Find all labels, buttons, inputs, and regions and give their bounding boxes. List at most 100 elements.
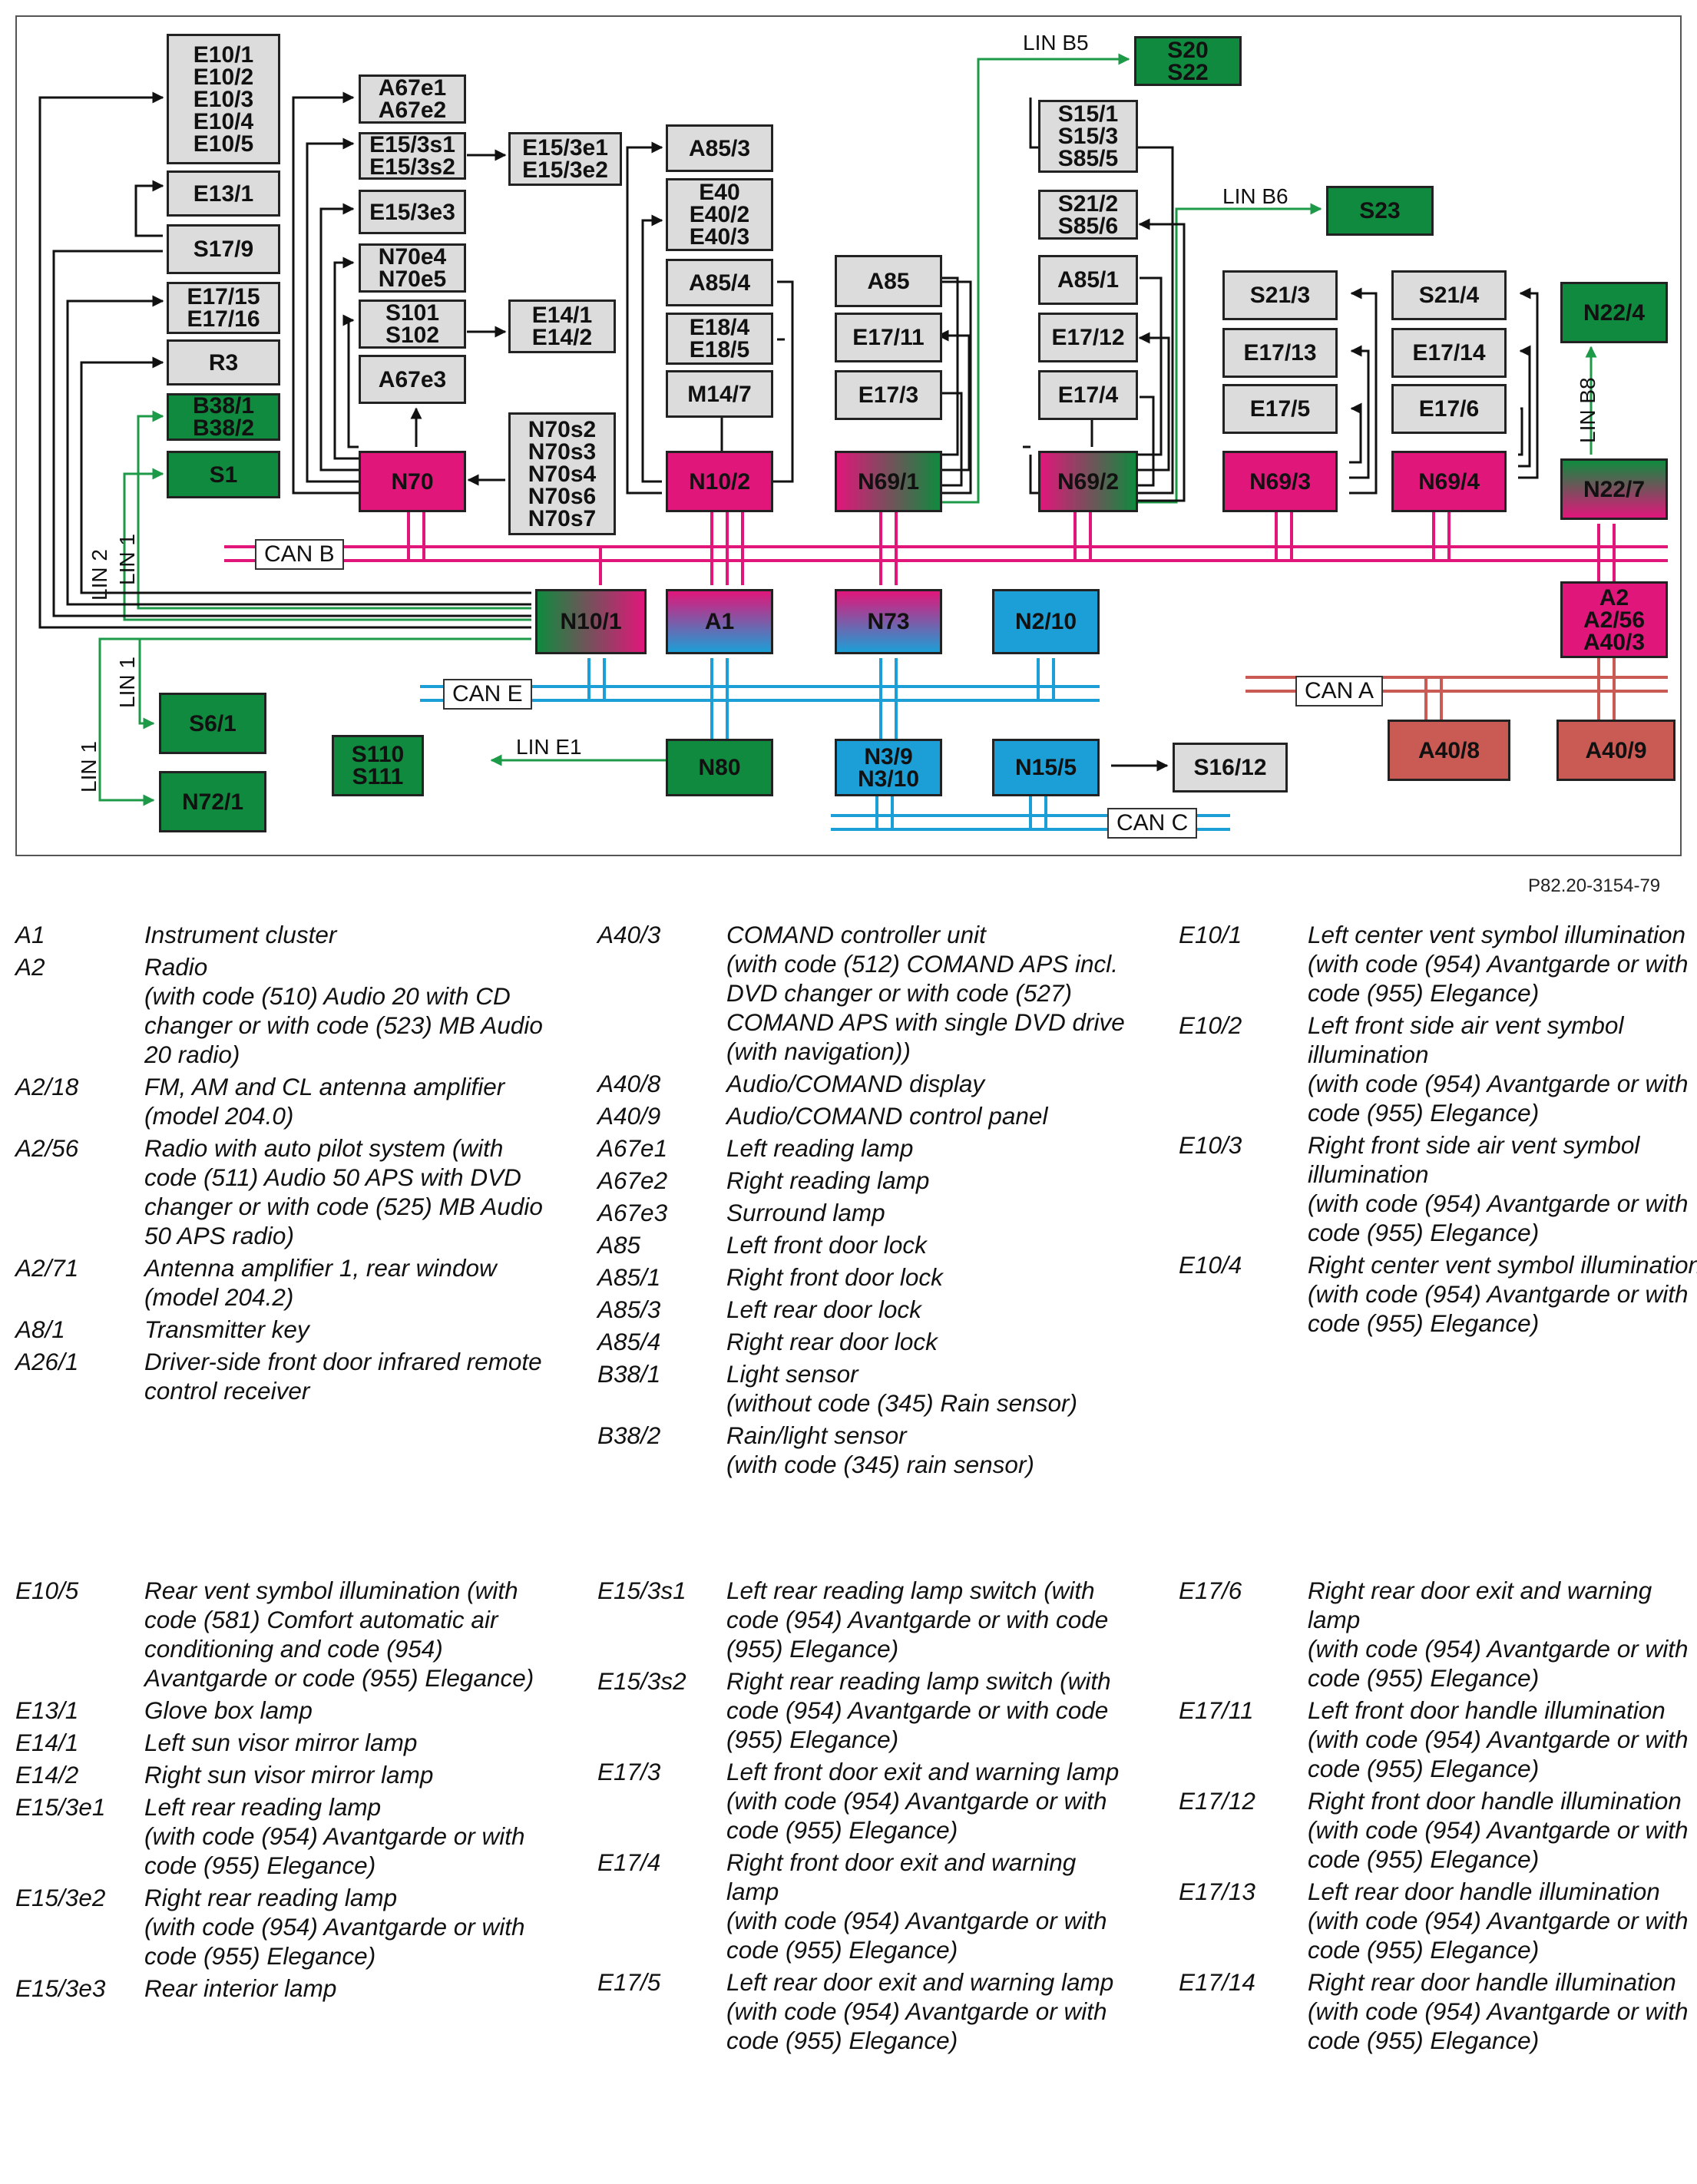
- control-wires: [38, 91, 1539, 772]
- legend-description: Left front side air vent symbol illumina…: [1308, 1011, 1689, 1127]
- box-n3: N3/9 N3/10: [835, 739, 942, 796]
- legend-code: A85/1: [597, 1263, 661, 1291]
- label-can-a: CAN A: [1295, 676, 1384, 706]
- label-can-c: CAN C: [1107, 808, 1198, 839]
- box-e17-13: E17/13: [1222, 328, 1338, 378]
- box-e17-4: E17/4: [1038, 370, 1138, 420]
- legend-entry: E17/14 Right rear door handle illuminatio…: [1179, 1967, 1697, 2055]
- legend-description: Right rear door handle illumination (wit…: [1308, 1968, 1689, 2054]
- box-e15-3s: E15/3s1 E15/3s2: [359, 132, 466, 180]
- legend-description: Instrument cluster: [144, 921, 337, 948]
- legend-description: Surround lamp: [726, 1199, 885, 1226]
- legend-description: Audio/COMAND control panel: [726, 1102, 1048, 1130]
- legend-code: A85/3: [597, 1296, 661, 1323]
- legend-description: Left front door lock: [726, 1231, 927, 1259]
- box-e17-3: E17/3: [835, 370, 942, 420]
- legend-description: Driver-side front door infrared remote c…: [144, 1348, 542, 1405]
- legend-description: Left reading lamp: [726, 1134, 914, 1162]
- legend-description: Audio/COMAND display: [726, 1070, 985, 1097]
- label-lin-b5: LIN B5: [1023, 31, 1089, 55]
- legend-code: A40/8: [597, 1070, 661, 1097]
- legend-code: E10/4: [1179, 1251, 1242, 1279]
- legend-code: E17/12: [1179, 1787, 1255, 1815]
- box-a85: A85: [835, 255, 942, 307]
- box-a2-group: A2 A2/56 A40/3: [1560, 581, 1668, 658]
- box-n22-7: N22/7: [1560, 458, 1668, 520]
- legend-code: A8/1: [15, 1315, 65, 1343]
- box-s1: S1: [167, 451, 280, 498]
- legend-description: Right rear reading lamp (with code (954)…: [144, 1884, 525, 1970]
- label-lin-b8: LIN B8: [1576, 377, 1599, 443]
- label-lin-e1: LIN E1: [516, 735, 582, 759]
- legend-code: E17/14: [1179, 1968, 1255, 1996]
- legend-entry: E17/13 Left rear door handle illumination…: [1179, 1877, 1697, 1964]
- legend-entry: A85/3 Left rear door lock: [597, 1295, 1135, 1324]
- network-diagram: E10/1 E10/2 E10/3 E10/4 E10/5 E13/1 S17/…: [15, 15, 1682, 856]
- legend-description: Light sensor (without code (345) Rain se…: [726, 1360, 1077, 1417]
- legend-description: Left rear reading lamp (with code (954) …: [144, 1793, 525, 1879]
- box-s101-102: S101 S102: [359, 299, 466, 349]
- box-n80: N80: [666, 739, 773, 796]
- legend-description: Left rear door lock: [726, 1296, 921, 1323]
- box-e17-5: E17/5: [1222, 384, 1338, 434]
- box-e17-14: E17/14: [1391, 328, 1507, 378]
- legend-description: Left rear door handle illumination (with…: [1308, 1878, 1689, 1964]
- box-e40: E40 E40/2 E40/3: [666, 178, 773, 251]
- legend-code: E17/3: [597, 1758, 661, 1785]
- box-s23: S23: [1326, 186, 1434, 236]
- box-e15-3e3: E15/3e3: [359, 190, 466, 234]
- legend-description: Glove box lamp: [144, 1696, 313, 1724]
- box-a85-3: A85/3: [666, 124, 773, 172]
- legend-code: E13/1: [15, 1696, 79, 1724]
- legend-code: A40/9: [597, 1102, 661, 1130]
- box-b38: B38/1 B38/2: [167, 393, 280, 441]
- legend-code: A85: [597, 1231, 641, 1259]
- box-s21-3: S21/3: [1222, 270, 1338, 320]
- legend-description: Left rear door exit and warning lamp (wi…: [726, 1968, 1114, 2054]
- box-n73: N73: [835, 589, 942, 654]
- box-a85-1: A85/1: [1038, 255, 1138, 305]
- legend-description: Right sun visor mirror lamp: [144, 1761, 434, 1789]
- legend-code: E15/3e1: [15, 1793, 106, 1821]
- figure-reference: P82.20-3154-79: [1528, 875, 1661, 896]
- box-n69-2: N69/2: [1038, 451, 1138, 512]
- label-can-b: CAN B: [255, 539, 344, 570]
- label-can-e: CAN E: [443, 679, 532, 710]
- box-a1: A1: [666, 589, 773, 654]
- box-s16-12: S16/12: [1173, 743, 1288, 793]
- legend-description: FM, AM and CL antenna amplifier (model 2…: [144, 1073, 505, 1130]
- legend-description: Radio (with code (510) Audio 20 with CD …: [144, 953, 543, 1068]
- box-s15: S15/1 S15/3 S85/5: [1038, 100, 1138, 173]
- legend-code: E17/5: [597, 1968, 661, 1996]
- label-lin-b6: LIN B6: [1222, 184, 1288, 208]
- legend-entry: A40/8 Audio/COMAND display: [597, 1069, 1135, 1098]
- legend-description: Right reading lamp: [726, 1166, 930, 1194]
- legend-entry: A85 Left front door lock: [597, 1230, 1135, 1259]
- box-s110-111: S110 S111: [332, 735, 424, 796]
- legend-entry: E13/1 Glove box lamp: [15, 1696, 553, 1725]
- legend-code: E17/13: [1179, 1878, 1255, 1905]
- legend-description: Right front door handle illumination (wi…: [1308, 1787, 1689, 1873]
- legend-code: E14/1: [15, 1729, 79, 1756]
- box-a67e3: A67e3: [359, 355, 466, 404]
- box-e17-6: E17/6: [1391, 384, 1507, 434]
- legend-description: Right front side air vent symbol illumin…: [1308, 1131, 1689, 1246]
